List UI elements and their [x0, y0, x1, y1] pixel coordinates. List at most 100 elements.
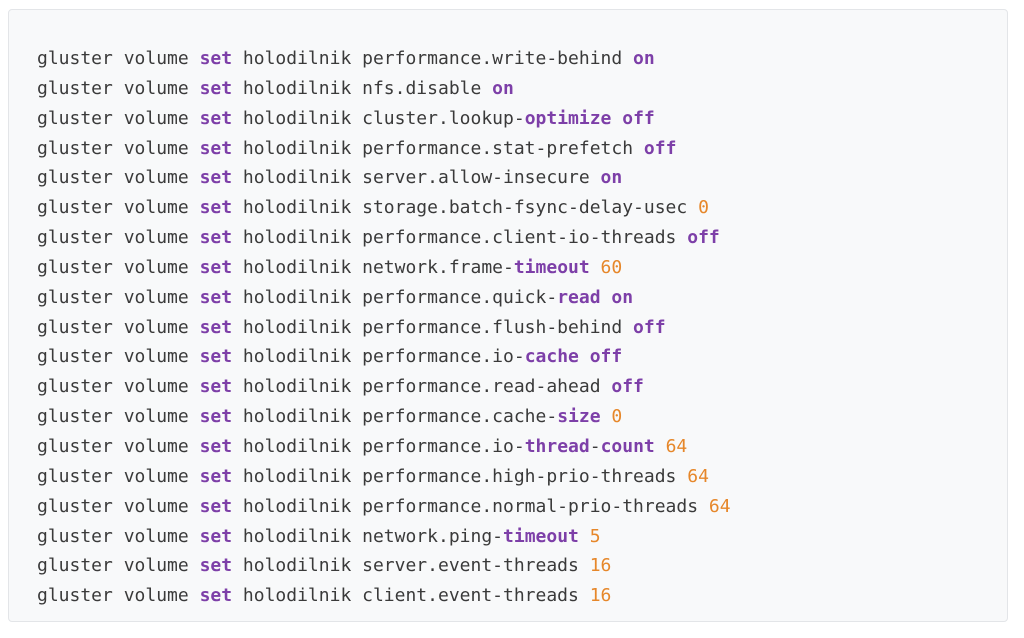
- code-text: holodilnik performance.write-behind: [232, 48, 634, 69]
- code-text: gluster volume: [37, 555, 200, 577]
- code-number: 0: [698, 197, 709, 219]
- code-number: 16: [589, 555, 612, 577]
- code-keyword: set: [199, 48, 233, 69]
- code-line: gluster volume set holodilnik network.pi…: [37, 522, 1007, 552]
- code-text: gluster volume: [37, 346, 200, 368]
- code-number: 64: [708, 495, 731, 517]
- code-keyword: timeout: [503, 525, 579, 547]
- code-keyword: set: [199, 495, 233, 517]
- code-line: gluster volume set holodilnik performanc…: [37, 313, 1007, 343]
- code-keyword: set: [199, 137, 233, 159]
- code-text: [590, 257, 601, 278]
- code-line: gluster volume set holodilnik performanc…: [37, 223, 1007, 253]
- code-lines: gluster volume set holodilnik performanc…: [37, 44, 1007, 611]
- code-line: gluster volume set holodilnik nfs.disabl…: [37, 74, 1007, 104]
- code-line: gluster volume set holodilnik server.all…: [37, 163, 1007, 193]
- code-text: gluster volume: [37, 376, 200, 398]
- code-text: holodilnik nfs.disable: [232, 77, 493, 99]
- code-line: gluster volume set holodilnik server.eve…: [37, 551, 1007, 581]
- code-keyword: off: [643, 137, 677, 159]
- code-keyword: set: [199, 167, 233, 189]
- code-line: gluster volume set holodilnik performanc…: [37, 462, 1007, 492]
- code-keyword: off: [633, 316, 666, 338]
- code-text: gluster volume: [37, 435, 200, 457]
- code-text: gluster volume: [37, 137, 200, 159]
- code-keyword: set: [199, 555, 233, 577]
- code-text: gluster volume: [37, 465, 200, 487]
- code-text: holodilnik server.event-threads: [232, 555, 590, 577]
- code-text: gluster volume: [37, 227, 200, 249]
- code-keyword: set: [199, 435, 233, 457]
- code-text: holodilnik performance.quick-: [232, 286, 558, 308]
- code-text: gluster volume: [37, 406, 200, 428]
- code-line: gluster volume set holodilnik cluster.lo…: [37, 104, 1007, 134]
- code-text: gluster volume: [37, 167, 200, 189]
- code-keyword: thread: [524, 435, 590, 457]
- code-keyword: set: [199, 77, 233, 99]
- code-number: 5: [589, 525, 601, 547]
- code-keyword: off: [622, 107, 655, 129]
- code-line: gluster volume set holodilnik performanc…: [37, 492, 1007, 522]
- code-line: gluster volume set holodilnik network.fr…: [37, 253, 1007, 283]
- code-line: gluster volume set holodilnik client.eve…: [37, 581, 1007, 611]
- code-number: 64: [665, 435, 688, 457]
- code-keyword: set: [199, 346, 233, 368]
- code-text: holodilnik performance.io-: [232, 435, 525, 457]
- code-text: gluster volume: [37, 48, 200, 69]
- code-text: gluster volume: [37, 525, 200, 547]
- code-number: 60: [600, 256, 623, 278]
- code-keyword: set: [199, 286, 233, 308]
- code-line: gluster volume set holodilnik performanc…: [37, 44, 1007, 74]
- code-line: gluster volume set holodilnik performanc…: [37, 372, 1007, 402]
- code-keyword: set: [199, 585, 233, 607]
- code-text: gluster volume: [37, 107, 200, 129]
- code-text: -: [589, 435, 601, 457]
- code-text: [579, 526, 590, 547]
- code-text: holodilnik server.allow-insecure: [232, 167, 601, 189]
- code-keyword: on: [492, 77, 514, 99]
- code-number: 64: [687, 465, 709, 487]
- code-keyword: size: [557, 406, 601, 428]
- code-number: 16: [589, 585, 612, 607]
- code-text: holodilnik performance.cache-: [232, 406, 558, 428]
- code-keyword: set: [199, 525, 233, 547]
- code-text: [655, 436, 666, 457]
- code-keyword: set: [199, 227, 233, 249]
- code-text: gluster volume: [37, 316, 200, 338]
- code-keyword: count: [600, 435, 655, 457]
- code-text: holodilnik performance.flush-behind: [232, 316, 634, 338]
- code-text: holodilnik performance.client-io-threads: [232, 227, 688, 249]
- code-text: holodilnik network.ping-: [232, 525, 504, 547]
- code-text: [601, 287, 612, 308]
- code-line: gluster volume set holodilnik performanc…: [37, 134, 1007, 164]
- code-keyword: set: [199, 376, 233, 398]
- code-keyword: set: [199, 197, 233, 219]
- code-number: 0: [611, 406, 623, 428]
- code-text: [601, 406, 612, 427]
- code-keyword: set: [199, 465, 233, 487]
- code-line: gluster volume set holodilnik performanc…: [37, 402, 1007, 432]
- code-keyword: timeout: [513, 256, 590, 278]
- code-text: gluster volume: [37, 197, 200, 219]
- code-keyword: on: [600, 167, 623, 189]
- code-keyword: on: [611, 286, 634, 308]
- code-text: gluster volume: [37, 585, 200, 607]
- code-text: holodilnik performance.io-: [232, 346, 525, 368]
- code-keyword: read: [557, 286, 601, 308]
- code-text: holodilnik client.event-threads: [232, 585, 590, 607]
- code-keyword: on: [633, 48, 655, 69]
- code-keyword: off: [687, 227, 720, 249]
- code-text: holodilnik cluster.lookup-: [232, 107, 525, 129]
- code-text: holodilnik network.frame-: [232, 256, 514, 278]
- code-line: gluster volume set holodilnik performanc…: [37, 432, 1007, 462]
- code-keyword: off: [611, 376, 644, 398]
- code-text: gluster volume: [37, 77, 200, 99]
- code-keyword: set: [199, 256, 233, 278]
- code-keyword: cache: [524, 346, 579, 368]
- code-keyword: off: [589, 346, 623, 368]
- code-keyword: optimize: [524, 107, 612, 129]
- code-text: holodilnik performance.read-ahead: [232, 376, 612, 398]
- code-keyword: set: [199, 107, 233, 129]
- code-text: gluster volume: [37, 286, 200, 308]
- code-keyword: set: [199, 406, 233, 428]
